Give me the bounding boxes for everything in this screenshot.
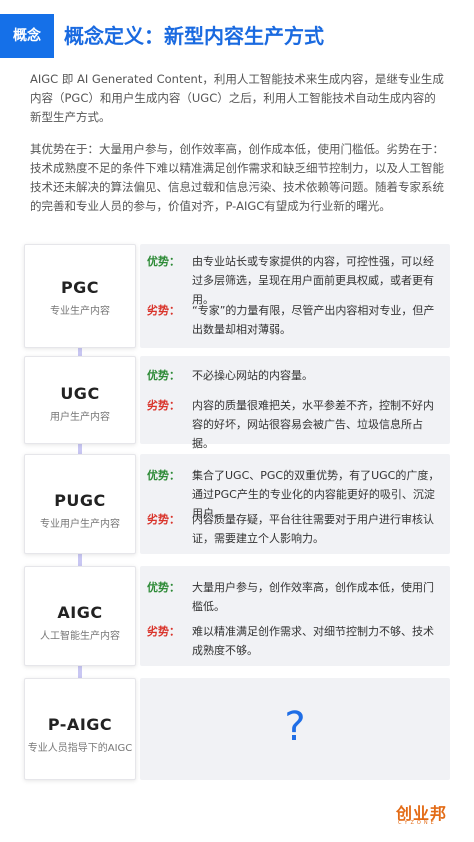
pugc-disadvantage: 劣势： 内容质量存疑，平台往往需要对于用户进行审核认证，需要建立个人影响力。 [140, 510, 450, 550]
logo-subtext: CYZONE [398, 820, 437, 826]
row-p-aigc: P-AIGC 专业人员指导下的AIGC ? [24, 678, 450, 780]
question-mark-icon: ? [284, 704, 306, 750]
p-aigc-card: P-AIGC 专业人员指导下的AIGC [24, 678, 136, 780]
ugc-disadvantage: 劣势： 内容的质量很难把关，水平参差不齐，控制不好内容的好坏，网站很容易会被广告… [140, 396, 450, 450]
advantage-label: 优势： [147, 581, 180, 594]
ugc-card: UGC 用户生产内容 [24, 356, 136, 444]
pugc-title: PUGC [54, 491, 106, 510]
disadvantage-text: 难以精准满足创作需求、对细节控制力不够、技术成熟度不够。 [192, 625, 434, 657]
row-ugc: UGC 用户生产内容 优势： 不必操心网站的内容量。 劣势： 内容的质量很难把关… [24, 356, 450, 450]
advantage-label: 优势： [147, 369, 180, 382]
pugc-card: PUGC 专业用户生产内容 [24, 454, 136, 554]
row-pugc: PUGC 专业用户生产内容 优势： 集合了UGC、PGC的双重优势，有了UGC的… [24, 454, 450, 554]
advantage-label: 优势： [147, 255, 180, 268]
ugc-detail: 优势： 不必操心网站的内容量。 劣势： 内容的质量很难把关，水平参差不齐，控制不… [140, 356, 450, 450]
advantage-text: 大量用户参与，创作效率高，创作成本低，使用门槛低。 [192, 581, 434, 613]
pgc-title: PGC [60, 278, 100, 297]
aigc-title: AIGC [57, 603, 103, 622]
flow-arrow-shaft [78, 642, 82, 694]
section-tag: 概念 [0, 14, 54, 58]
intro-paragraph: AIGC 即 AI Generated Content，利用人工智能技术来生成内… [30, 72, 444, 124]
disadvantage-label: 劣势： [147, 304, 180, 317]
aigc-card: AIGC 人工智能生产内容 [24, 566, 136, 666]
p-aigc-subtitle: 专业人员指导下的AIGC [27, 743, 133, 754]
advantage-text: 集合了UGC、PGC的双重优势，有了UGC的广度，通过PGC产生的专业化的内容能… [192, 469, 440, 520]
aigc-detail: 优势： 大量用户参与，创作效率高，创作成本低，使用门槛低。 劣势： 难以精准满足… [140, 566, 450, 666]
row-aigc: AIGC 人工智能生产内容 优势： 大量用户参与，创作效率高，创作成本低，使用门… [24, 566, 450, 666]
advantage-text: 不必操心网站的内容量。 [192, 369, 313, 382]
flow-arrow-shaft [78, 530, 82, 582]
ugc-subtitle: 用户生产内容 [50, 412, 110, 423]
pgc-subtitle: 专业生产内容 [50, 306, 110, 317]
disadvantage-label: 劣势： [147, 625, 180, 638]
disadvantage-text: 内容质量存疑，平台往往需要对于用户进行审核认证，需要建立个人影响力。 [192, 513, 434, 545]
disadvantage-label: 劣势： [147, 513, 180, 526]
advantage-text: 由专业站长或专家提供的内容，可控性强，可以经过多层筛选，呈现在用户面前更具权威，… [192, 255, 434, 306]
pugc-subtitle: 专业用户生产内容 [40, 519, 120, 530]
aigc-subtitle: 人工智能生产内容 [40, 631, 120, 642]
pgc-card: PGC 专业生产内容 [24, 244, 136, 348]
aigc-disadvantage: 劣势： 难以精准满足创作需求、对细节控制力不够、技术成熟度不够。 [140, 622, 450, 662]
ugc-title: UGC [60, 384, 100, 403]
aigc-advantage: 优势： 大量用户参与，创作效率高，创作成本低，使用门槛低。 [140, 578, 450, 618]
brand-logo: 创业邦 CYZONE [396, 800, 462, 832]
row-pgc: PGC 专业生产内容 优势： 由专业站长或专家提供的内容，可控性强，可以经过多层… [24, 244, 450, 348]
page-header: 概念 概念定义：新型内容生产方式 [0, 14, 474, 58]
disadvantage-label: 劣势： [147, 399, 180, 412]
pugc-detail: 优势： 集合了UGC、PGC的双重优势，有了UGC的广度，通过PGC产生的专业化… [140, 454, 450, 554]
pros-cons-paragraph: 其优势在于：大量用户参与，创作效率高，创作成本低，使用门槛低。劣势在于：技术成熟… [30, 142, 444, 213]
p-aigc-title: P-AIGC [47, 715, 113, 734]
disadvantage-text: 内容的质量很难把关，水平参差不齐，控制不好内容的好坏，网站很容易会被广告、垃圾信… [192, 399, 434, 450]
pgc-detail: 优势： 由专业站长或专家提供的内容，可控性强，可以经过多层筛选，呈现在用户面前更… [140, 244, 450, 348]
p-aigc-detail: ? [140, 678, 450, 780]
page-title: 概念定义：新型内容生产方式 [64, 24, 324, 48]
pugc-advantage: 优势： 集合了UGC、PGC的双重优势，有了UGC的广度，通过PGC产生的专业化… [140, 466, 450, 520]
ugc-advantage: 优势： 不必操心网站的内容量。 [140, 366, 450, 386]
disadvantage-text: “专家”的力量有限，尽管产出内容相对专业，但产出数量却相对薄弱。 [192, 304, 435, 336]
pgc-advantage: 优势： 由专业站长或专家提供的内容，可控性强，可以经过多层筛选，呈现在用户面前更… [140, 252, 450, 306]
advantage-label: 优势： [147, 469, 180, 482]
logo-wordmark: 创业邦 [396, 804, 448, 823]
pgc-disadvantage: 劣势： “专家”的力量有限，尽管产出内容相对专业，但产出数量却相对薄弱。 [140, 301, 450, 341]
flow-arrow-shaft [78, 420, 82, 470]
